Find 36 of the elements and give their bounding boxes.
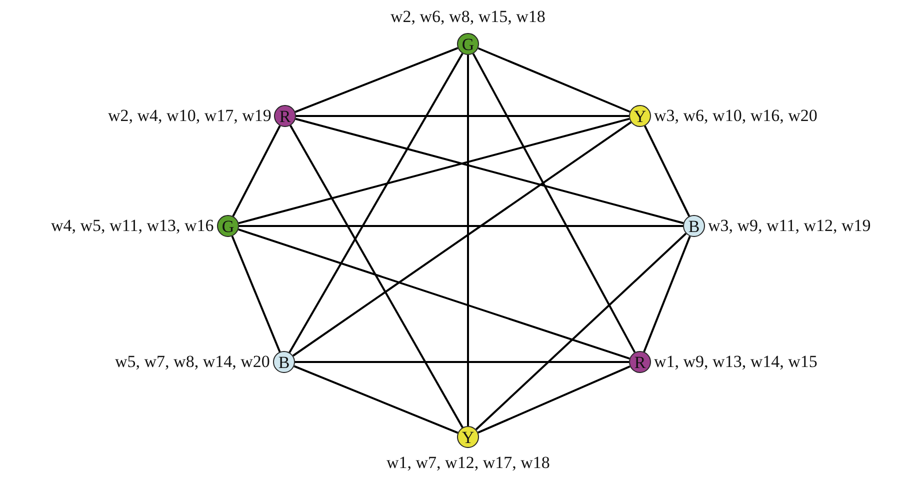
vertex-caption: w3, w9, w11, w12, w19 <box>708 216 871 236</box>
connector-line <box>295 361 629 363</box>
vertex-circle: B <box>683 215 705 237</box>
connector-line <box>292 121 632 357</box>
vertex-caption: w2, w4, w10, w17, w19 <box>108 106 272 126</box>
connector-line <box>290 125 464 428</box>
vertex-circle: R <box>629 351 651 373</box>
connector-line <box>643 236 691 352</box>
vertex-caption: w1, w7, w12, w17, w18 <box>386 453 550 473</box>
vertex-circle: R <box>274 105 296 127</box>
connector-line <box>294 47 458 113</box>
connector-line <box>231 236 281 352</box>
connector-line <box>238 118 630 224</box>
connector-line <box>478 47 630 113</box>
vertex-caption: w3, w6, w10, w16, w20 <box>654 106 818 126</box>
connector-line <box>295 118 684 224</box>
vertex-caption: w4, w5, w11, w13, w16 <box>51 216 214 236</box>
connector-line <box>288 53 464 353</box>
connector-line <box>467 55 469 426</box>
vertex-circle: G <box>457 33 479 55</box>
vertex-caption: w2, w6, w8, w15, w18 <box>390 7 546 27</box>
connector-line <box>294 365 458 434</box>
vertex-circle: G <box>217 215 239 237</box>
connector-line <box>478 365 630 434</box>
connector-line <box>239 225 683 227</box>
vertex-caption: w1, w9, w13, w14, w15 <box>654 352 818 372</box>
connector-line <box>644 125 690 217</box>
connector-line <box>296 115 629 117</box>
connector-line <box>238 228 630 360</box>
connector-line <box>475 232 687 430</box>
connector-line <box>472 53 636 353</box>
vertex-circle: Y <box>457 426 479 448</box>
vertex-circle: Y <box>629 105 651 127</box>
vertex-caption: w5, w7, w8, w14, w20 <box>115 352 270 372</box>
connector-line <box>232 125 281 217</box>
vertex-circle: B <box>273 351 295 373</box>
